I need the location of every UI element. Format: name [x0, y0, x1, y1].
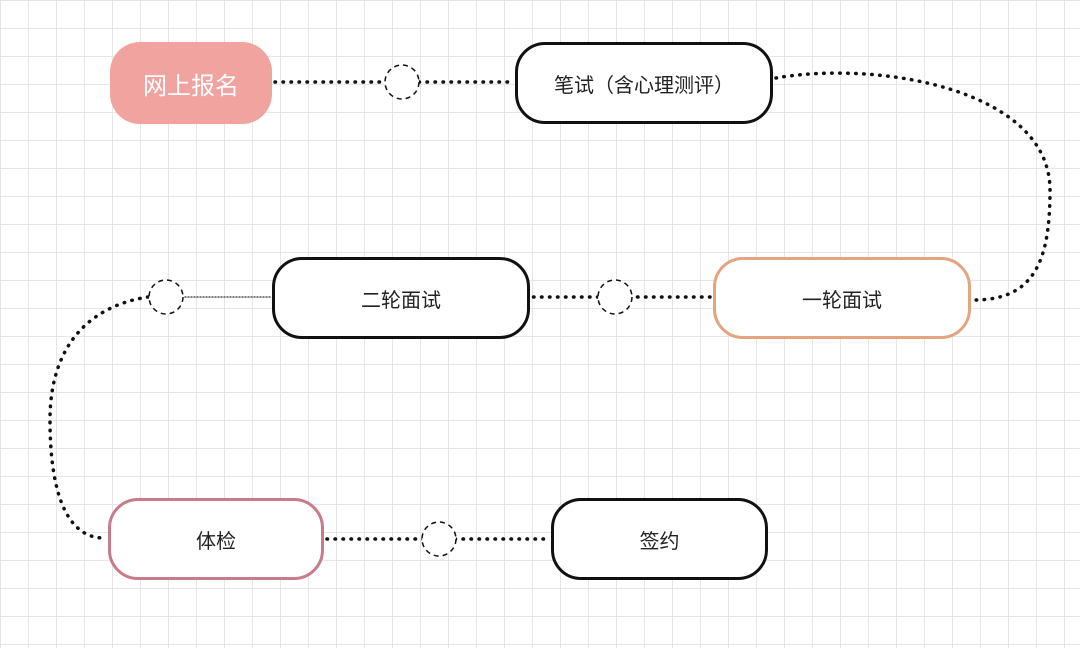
node-signing: 签约: [551, 498, 768, 580]
node-written-exam: 笔试（含心理测评）: [515, 42, 773, 124]
connector-junction-physical: [48, 295, 150, 540]
node-label: 网上报名: [143, 71, 239, 100]
node-online-registration: 网上报名: [110, 42, 272, 124]
junction-physical-sign: [421, 521, 457, 557]
node-label: 二轮面试: [361, 287, 441, 312]
node-first-interview: 一轮面试: [713, 257, 971, 339]
node-second-interview: 二轮面试: [272, 257, 530, 339]
node-label: 笔试（含心理测评）: [554, 72, 734, 97]
node-label: 签约: [639, 528, 680, 553]
node-label: 体检: [196, 528, 236, 553]
node-physical-exam: 体检: [108, 498, 324, 580]
junction-register-written: [384, 64, 420, 100]
junction-round1-round2: [597, 279, 633, 315]
node-label: 一轮面试: [802, 287, 882, 312]
junction-round2-physical: [148, 279, 184, 315]
